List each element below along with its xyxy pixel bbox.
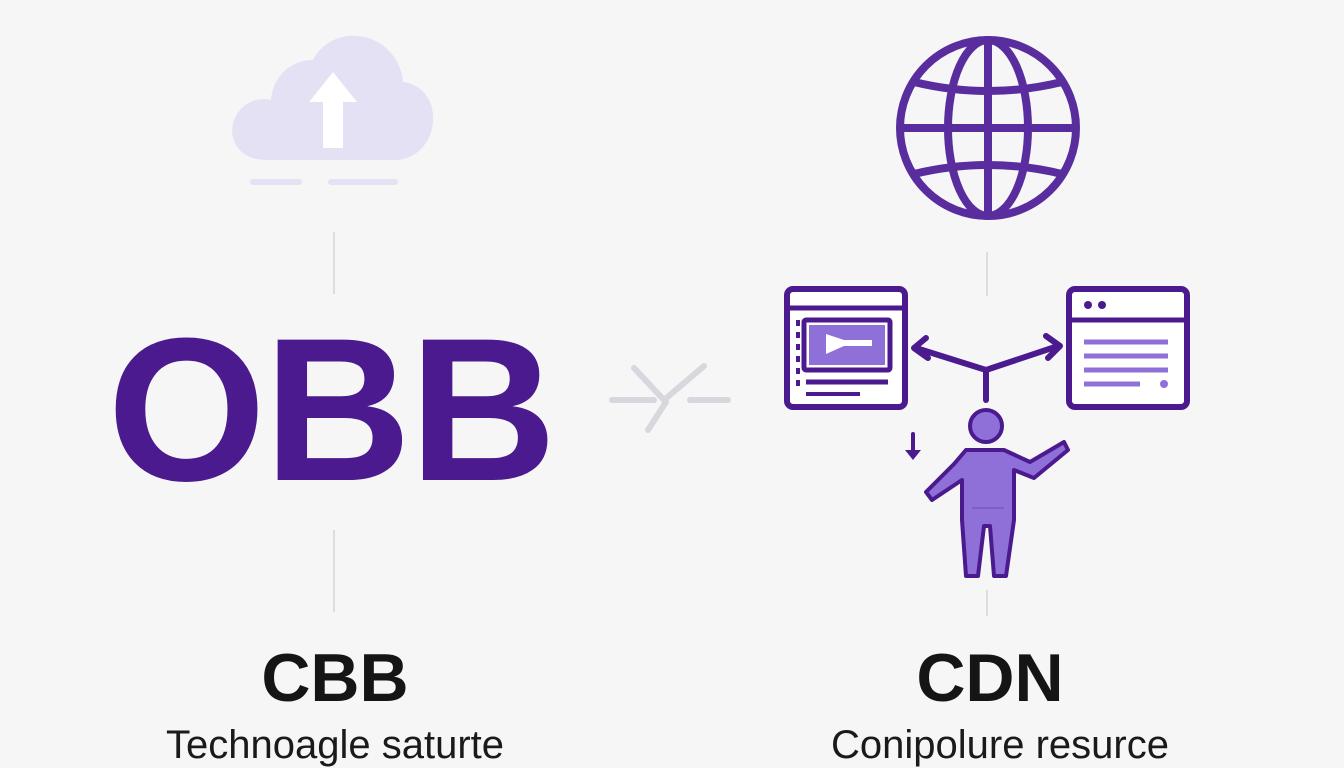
connector-line-top-right: [986, 252, 988, 296]
cloud-upload-icon: [232, 35, 434, 185]
logo-text: OBB: [107, 296, 556, 524]
connection-arrows: [911, 333, 1063, 403]
globe-icon: [896, 36, 1080, 220]
down-arrow-icon: [905, 432, 921, 460]
browser-window-icon: [784, 286, 908, 410]
person-icon: [924, 408, 1070, 578]
right-label: CDN: [916, 640, 1064, 716]
left-caption: Technoagle saturte: [165, 723, 504, 767]
connector-line-top-left: [333, 232, 335, 294]
browser-window-icon: [1066, 286, 1190, 410]
connector-line-bottom-left: [333, 530, 335, 612]
versus-icon: [609, 363, 731, 433]
left-label: CBB: [261, 640, 409, 716]
connector-line-bottom-right: [986, 590, 988, 616]
comparison-diagram: OBB: [107, 35, 1190, 767]
right-caption: Conipolure resurce: [831, 723, 1169, 767]
